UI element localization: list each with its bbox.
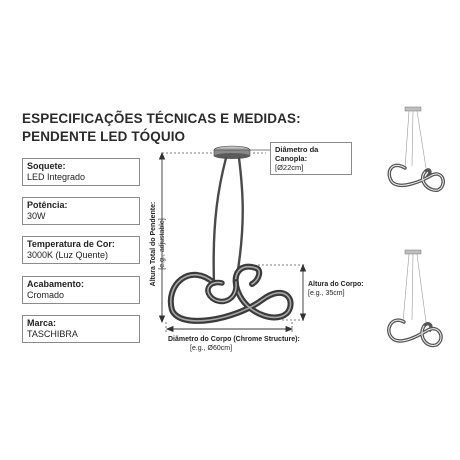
spec-value: 30W <box>27 211 46 221</box>
suspension-rods <box>212 156 244 285</box>
body-diameter-arrow <box>165 325 294 333</box>
spec-color-temperature: Temperatura de Cor: 3000K (Luz Quente) <box>22 236 140 264</box>
spec-value: LED Integrado <box>27 172 86 182</box>
spec-label: Acabamento: <box>27 279 85 289</box>
total-height-label: Altura Total do Pendente: [e.g., adjusta… <box>149 174 167 314</box>
spec-label: Temperatura de Cor: <box>27 239 115 249</box>
dimension-guides <box>162 152 306 334</box>
canopy-diameter-callout: Diâmetro da Canopla: [Ø22cm] <box>270 142 352 175</box>
spec-value: TASCHIBRA <box>27 329 78 339</box>
canopy <box>213 145 251 159</box>
body-diameter-label: Diâmetro do Corpo (Chrome Structure): [e… <box>168 335 308 353</box>
title-line-1: ESPECIFICAÇÕES TÉCNICAS E MEDIDAS: <box>22 111 301 126</box>
spec-socket: Soquete: LED Integrado <box>22 158 140 186</box>
total-height-value: [e.g., adjustable] <box>159 218 166 270</box>
canopy-diameter-value: [Ø22cm] <box>275 163 304 172</box>
spec-label: Marca: <box>27 318 57 328</box>
canopy-diameter-label: Diâmetro da Canopla: <box>275 145 319 163</box>
spec-label: Potência: <box>27 200 68 210</box>
product-thumbnail-2 <box>387 249 443 348</box>
body-height-label: Altura do Corpo: [e.g., 35cm] <box>308 280 388 298</box>
body-diameter-value: [e.g., Ø60cm] <box>190 345 233 352</box>
spec-label: Soquete: <box>27 161 66 171</box>
spec-brand: Marca: TASCHIBRA <box>22 315 140 343</box>
total-height-title: Altura Total do Pendente: <box>150 201 157 287</box>
total-height-arrow <box>158 151 166 324</box>
body-height-title: Altura do Corpo: <box>308 281 364 288</box>
body-height-arrow <box>299 263 307 322</box>
spec-value: Cromado <box>27 290 65 300</box>
spec-finish: Acabamento: Cromado <box>22 276 140 304</box>
title-line-2: PENDENTE LED TÓQUIO <box>22 129 186 144</box>
pendant-body <box>167 263 294 324</box>
body-height-value: [e.g., 35cm] <box>308 290 345 297</box>
page-title: ESPECIFICAÇÕES TÉCNICAS E MEDIDAS: PENDE… <box>22 110 301 146</box>
body-diameter-title: Diâmetro do Corpo (Chrome Structure): <box>168 336 300 343</box>
spec-power: Potência: 30W <box>22 197 140 225</box>
spec-value: 3000K (Luz Quente) <box>27 250 109 260</box>
product-thumbnail-1 <box>387 106 445 192</box>
